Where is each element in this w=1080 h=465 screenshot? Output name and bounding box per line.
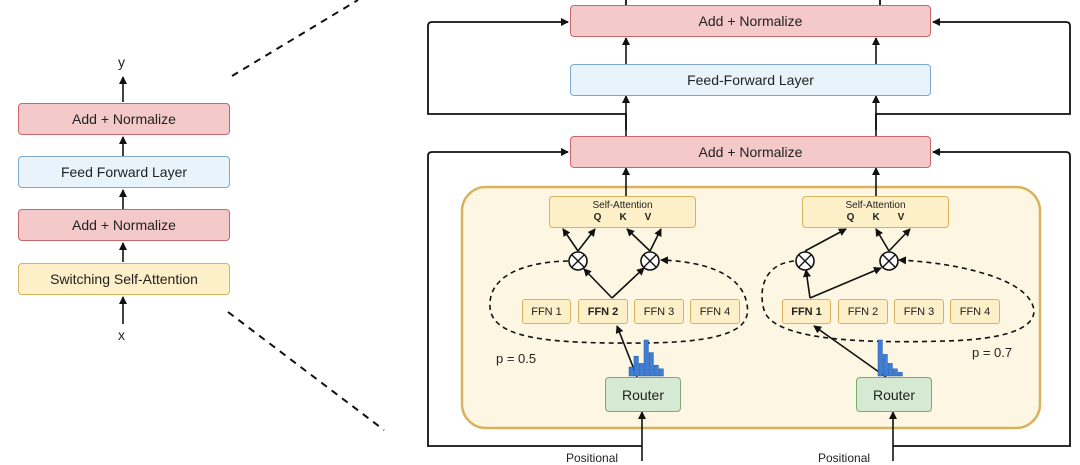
multiply-icon [879,251,899,271]
left-switching-self-attention: Switching Self-Attention [18,263,230,295]
self-attention-block-2: Self-Attention Q K V [802,196,949,228]
router-weight-bar [648,352,654,377]
router-2: Router [856,377,932,412]
router-weight-bar [887,363,893,377]
ffn-1-token-1: FFN 1 [522,299,571,324]
self-attention-label: Self-Attention [592,200,653,211]
flow-arrows [562,37,911,461]
router-weight-bar [658,368,664,377]
self-attention-block-1: Self-Attention Q K V [549,196,696,228]
multiply-nodes [568,251,899,271]
ffn-4-token-2: FFN 4 [950,299,1000,324]
multiply-icon [795,251,815,271]
probability-label-2: p = 0.7 [972,345,1013,360]
router-weight-bar [892,368,898,377]
probability-label-1: p = 0.5 [496,351,537,366]
right-feed-forward-layer: Feed-Forward Layer [570,64,931,96]
right-add-normalize-top: Add + Normalize [570,5,931,37]
router-weights-2 [877,339,903,377]
self-attention-label: Self-Attention [845,200,906,211]
ffn-4-token-1: FFN 4 [690,299,740,324]
residual-connections [427,0,1071,447]
key-label: K [619,212,627,223]
ffn-1-token-2-selected: FFN 1 [782,299,831,324]
ffn-3-token-1: FFN 3 [634,299,684,324]
ffn-3-token-2: FFN 3 [894,299,944,324]
router-weight-bar [633,355,639,377]
router-weights-1 [628,339,664,377]
router-weight-bar [653,364,659,377]
router-weight-bar [628,366,634,377]
left-add-normalize-top: Add + Normalize [18,103,230,135]
router-weight-bar [638,363,644,377]
value-label: V [897,212,905,223]
zoom-line-bottom [227,311,385,431]
left-feed-forward-layer: Feed Forward Layer [18,156,230,188]
router-weight-bar [882,354,888,377]
moe-region [460,185,1042,430]
query-label: Q [846,212,855,223]
multiply-icon [640,251,660,271]
ffn-dashed-loops [489,256,1035,344]
query-label: Q [593,212,602,223]
bottom-label-2: Positional [818,451,871,465]
router-weight-bar [877,339,883,377]
zoom-line-top [231,0,359,77]
multiply-icon [568,251,588,271]
key-label: K [872,212,880,223]
router-1: Router [605,377,681,412]
value-label: V [644,212,652,223]
ffn-2-token-2: FFN 2 [838,299,888,324]
right-add-normalize-mid: Add + Normalize [570,136,931,168]
output-label: y [118,54,125,70]
left-add-normalize-bottom: Add + Normalize [18,209,230,241]
router-weight-bar [643,339,649,377]
input-label: x [118,327,125,343]
router-weight-bar [897,372,903,377]
bottom-label-1: Positional [566,451,619,465]
ffn-2-token-1-selected: FFN 2 [578,299,628,324]
